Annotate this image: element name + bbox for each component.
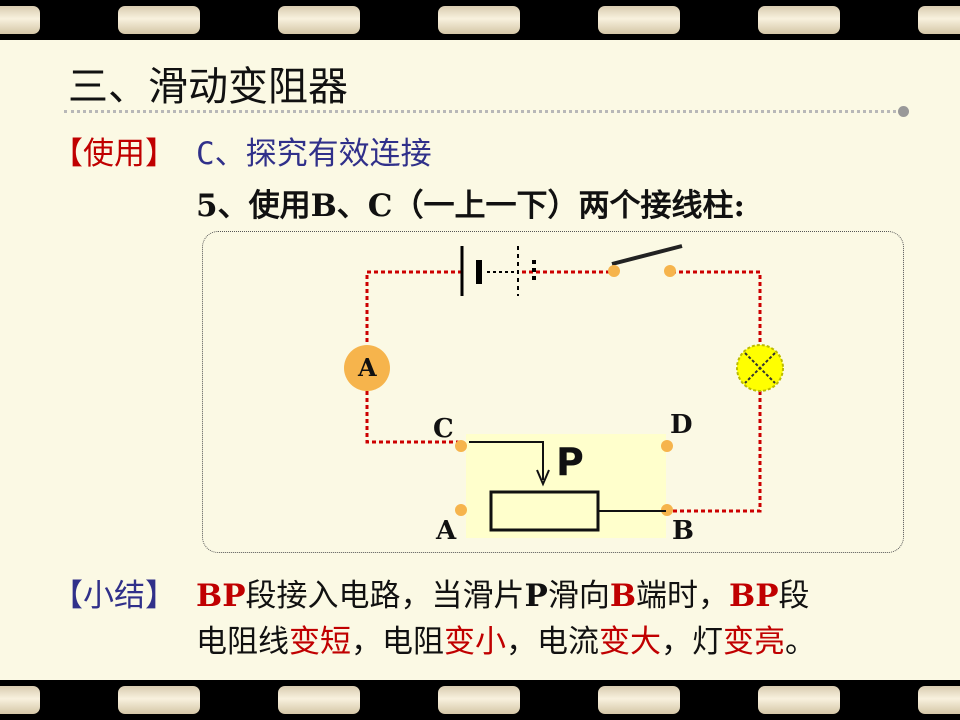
battery-symbol — [460, 246, 536, 296]
summary-line2-segment: 。 — [785, 624, 816, 660]
summary-line2-segment: 变亮 — [723, 624, 785, 660]
summary-line1-segment: 端时， — [636, 578, 730, 614]
summary-line2-segment: 电阻线 — [196, 624, 289, 660]
wire-lamp-b — [666, 391, 762, 513]
summary-line1-segment: BP — [729, 578, 779, 614]
switch-symbol — [608, 244, 683, 277]
terminal-b-label: B — [672, 516, 694, 546]
summary-line1-segment: B — [609, 578, 637, 614]
summary-line1-segment: BP — [196, 578, 246, 614]
film-hole — [918, 686, 960, 714]
film-hole — [438, 686, 520, 714]
film-hole — [278, 686, 360, 714]
summary-line-2: 电阻线变短，电阻变小，电流变大，灯变亮。 — [196, 616, 816, 661]
filmstrip-top — [0, 0, 960, 40]
terminal-a-label: A — [436, 516, 457, 546]
title-divider — [64, 110, 902, 113]
summary-line-1: BP段接入电路，当滑片P滑向B端时，BP段 — [196, 570, 810, 615]
usage-tag: 【使用】 — [52, 136, 176, 172]
film-hole — [598, 6, 680, 34]
terminal-c-label: C — [433, 414, 454, 444]
wire-switch-lamp — [672, 270, 762, 345]
summary-line2-segment: 变短 — [289, 624, 351, 660]
summary-line2-segment: ，灯 — [661, 624, 723, 660]
summary-line1-segment: 段 — [778, 578, 810, 614]
divider-dot — [898, 106, 909, 117]
summary-line1-segment: 段接入电路，当滑片 — [245, 578, 525, 614]
summary-line2-segment: 变小 — [444, 624, 506, 660]
film-hole — [758, 6, 840, 34]
film-hole — [918, 6, 960, 34]
rheostat — [455, 434, 673, 538]
film-hole — [278, 6, 360, 34]
usage-step: 5、使用B、C（一上一下）两个接线柱: — [196, 188, 745, 224]
terminal-d-label: D — [670, 410, 693, 440]
usage-heading: C、探究有效连接 — [196, 136, 432, 172]
wire-battery-ammeter — [365, 270, 462, 345]
film-hole — [438, 6, 520, 34]
film-hole — [0, 686, 40, 714]
summary-line1-segment: P — [524, 578, 548, 614]
circuit-diagram — [344, 244, 784, 538]
ammeter-symbol — [344, 345, 390, 391]
diagram-frame — [202, 231, 904, 553]
slider-p-label: P — [556, 440, 584, 484]
slide: 三、滑动变阻器 【使用】 C、探究有效连接 5、使用B、C（一上一下）两个接线柱… — [0, 40, 960, 680]
film-hole — [598, 686, 680, 714]
summary-line1-segment: 滑向 — [547, 578, 610, 614]
slide-title: 三、滑动变阻器 — [68, 64, 348, 110]
filmstrip-bottom — [0, 680, 960, 720]
film-hole — [758, 686, 840, 714]
film-hole — [118, 686, 200, 714]
summary-line2-segment: ，电阻 — [351, 624, 444, 660]
film-hole — [118, 6, 200, 34]
ammeter-label: A — [358, 353, 377, 382]
summary-tag: 【小结】 — [52, 578, 176, 614]
summary-line2-segment: ，电流 — [506, 624, 599, 660]
summary-line2-segment: 变大 — [599, 624, 661, 660]
film-hole — [0, 6, 40, 34]
wire-ammeter-c — [365, 391, 460, 444]
lamp-symbol — [736, 344, 784, 392]
